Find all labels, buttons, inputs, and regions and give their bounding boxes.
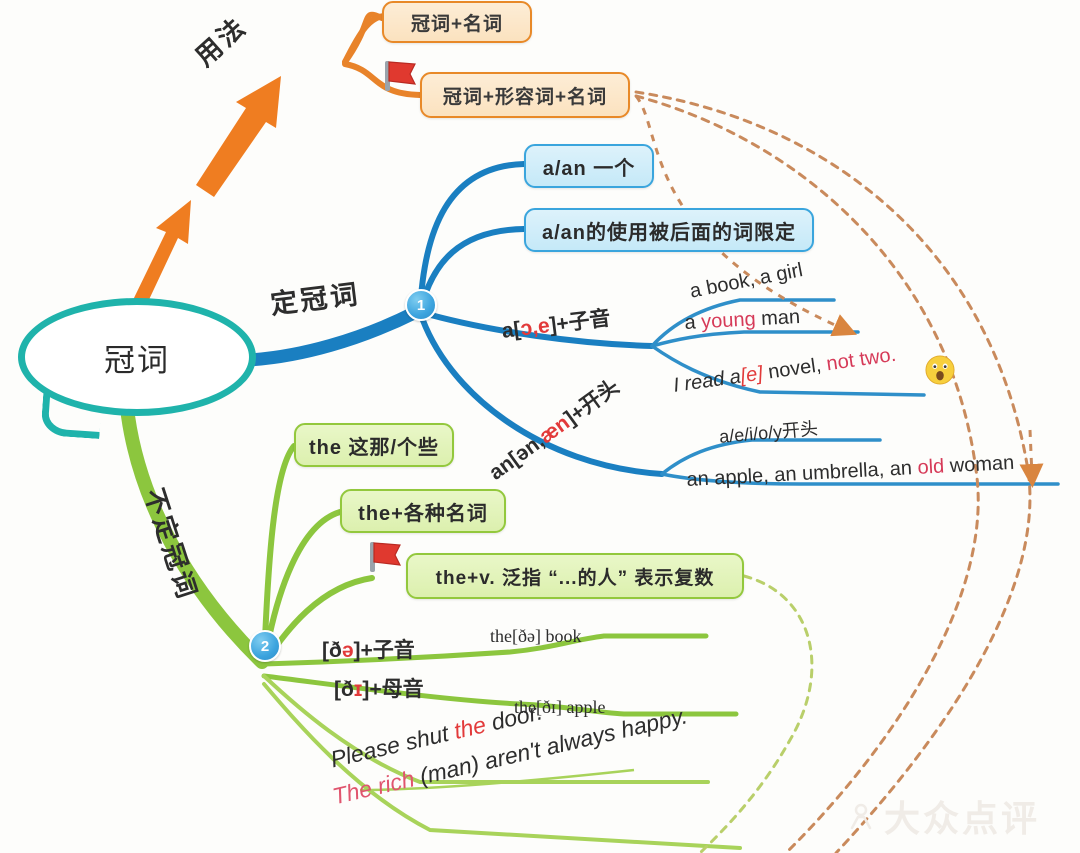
- example-a-young-p1: young: [700, 308, 757, 334]
- example-i-read-p1: [e]: [739, 362, 765, 388]
- example-please-p2: door.: [482, 698, 545, 737]
- watermark: 大众点评: [846, 790, 1040, 842]
- green-label-the-vowel: [ðɪ]+母音: [334, 673, 424, 703]
- example-aeiou-start: a/e/i/o/y开头: [718, 414, 819, 449]
- example-i-read-a-novel: I read a[e] novel, not two.: [672, 344, 898, 398]
- orange-box-1-label: 冠词+名词: [410, 13, 504, 35]
- blue-label-an-vowel: an[ən,æn]+开头: [482, 371, 625, 486]
- green-box-the-this-that[interactable]: the 这那/个些: [294, 423, 454, 467]
- example-a-young-p2: man: [755, 305, 801, 331]
- example-a-young-p0: a: [684, 311, 702, 334]
- blue-box-2-label: a/an的使用被后面的词限定: [541, 221, 797, 244]
- example-i-read-p3: not two.: [825, 343, 898, 376]
- shocked-face-emoji: [925, 355, 955, 385]
- person-icon: [850, 803, 872, 830]
- example-an-apple-p1: old: [916, 455, 945, 479]
- badge-definite-article[interactable]: 1: [405, 289, 437, 321]
- badge-indefinite-article[interactable]: 2: [249, 630, 281, 662]
- green-box-2-label: the+各种名词: [358, 502, 488, 525]
- dashed-green-link: [698, 574, 814, 853]
- orange-box-article-noun[interactable]: 冠词+名词: [382, 1, 532, 43]
- the-consonant-pre: [ð: [322, 639, 342, 662]
- branch-label-indefinite-text: 不定冠词: [138, 484, 204, 605]
- orange-box-2-label: 冠词+形容词+名词: [442, 86, 608, 108]
- badge-1-label: 1: [416, 296, 426, 314]
- dashed-arrow-to-anapple: [1019, 429, 1044, 488]
- blue-label-a-consonant: a[ɔ,e]+子音: [500, 302, 612, 345]
- green-box-the-plus-v[interactable]: the+v. 泛指 “...的人” 表示复数: [406, 553, 744, 599]
- an-vowel-post: ]+开头: [560, 375, 624, 430]
- example-the-book: the[ðə] book: [490, 626, 581, 647]
- blue-leaf-ayoung: [650, 330, 860, 348]
- branch-label-usage-text: 用法: [189, 10, 253, 73]
- red-flag-icon-green: [370, 542, 402, 572]
- orange-box-article-adj-noun[interactable]: 冠词+形容词+名词: [420, 72, 630, 118]
- example-an-apple-p2: woman: [943, 451, 1015, 478]
- green-trunk: [121, 409, 269, 669]
- green-box-1-label: the 这那/个些: [308, 436, 440, 459]
- watermark-label: 大众点评: [884, 798, 1041, 839]
- example-rich-p0: The rich: [330, 765, 417, 810]
- green-box-3-label: the+v. 泛指 “...的人” 表示复数: [435, 567, 715, 589]
- a-consonant-post: ]+子音: [548, 306, 612, 337]
- example-a-book-text: a book, a girl: [688, 259, 805, 303]
- root-node-label: 冠词: [104, 342, 170, 378]
- example-the-book-text: the[ðə] book: [490, 626, 582, 646]
- green-label-the-consonant: [ðə]+子音: [322, 634, 415, 664]
- root-node[interactable]: 冠词: [18, 298, 256, 416]
- usage-arrow-lower: [133, 200, 191, 306]
- usage-arrow-upper: [196, 76, 281, 197]
- example-i-read-p2: novel,: [761, 353, 829, 385]
- blue-branch-box1: [417, 161, 527, 315]
- example-a-young-man: a young man: [684, 306, 801, 335]
- branch-label-definite-text: 定冠词: [268, 278, 362, 320]
- blue-box-a-an-one[interactable]: a/an 一个: [524, 144, 654, 188]
- example-an-apple-p0: an apple, an umbrella, an: [686, 456, 919, 491]
- the-vowel-post: ]+母音: [362, 678, 424, 701]
- branch-label-definite: 定冠词: [268, 272, 362, 322]
- red-flag-icon-orange: [385, 61, 417, 91]
- branch-label-usage: 用法: [186, 7, 254, 73]
- branch-label-indefinite: 不定冠词: [137, 483, 208, 605]
- badge-2-label: 2: [260, 637, 270, 655]
- the-consonant-post: ]+子音: [353, 639, 415, 662]
- the-consonant-phon: ə: [341, 639, 354, 662]
- example-aeiou-text: a/e/i/o/y开头: [718, 418, 819, 447]
- example-an-apple-umbrella: an apple, an umbrella, an old woman: [686, 452, 1015, 492]
- blue-box-a-an-determined[interactable]: a/an的使用被后面的词限定: [524, 208, 814, 252]
- green-box-the-plus-nouns[interactable]: the+各种名词: [340, 489, 506, 533]
- example-a-book-a-girl: a book, a girl: [688, 259, 805, 303]
- example-i-read-p0: I read a: [672, 365, 743, 397]
- blue-box-1-label: a/an 一个: [542, 157, 636, 180]
- the-vowel-pre: [ð: [334, 678, 354, 701]
